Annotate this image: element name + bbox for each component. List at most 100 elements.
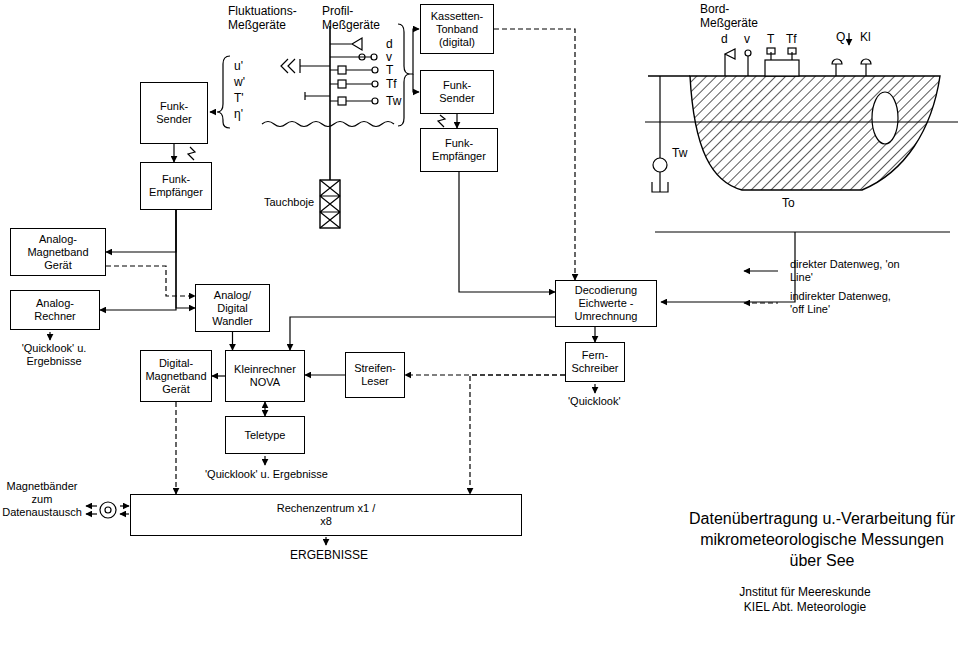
- text-label: w': [234, 75, 245, 89]
- process-box: Funk- Sender: [420, 70, 494, 114]
- online-connector: [173, 144, 174, 162]
- text-label: T: [386, 63, 393, 77]
- process-box: Decodierung Eichwerte - Umrechnung: [555, 280, 657, 327]
- box-label: Streifen- Leser: [349, 362, 401, 388]
- arrow: [120, 513, 129, 514]
- legend-text: direkter Datenweg, 'on Line': [790, 258, 908, 284]
- water-thermometer: [652, 172, 668, 192]
- text-label: Tf: [786, 32, 797, 46]
- online-connector: [100, 210, 176, 310]
- text-label: Tw: [386, 94, 401, 108]
- vane: [359, 54, 365, 60]
- psychrometer: [330, 83, 372, 84]
- ship-data-line: [655, 231, 950, 232]
- sonic-anemometer: [281, 59, 330, 73]
- text-label: Fluktuations- Meßgeräte: [228, 4, 320, 32]
- vane: [330, 56, 372, 57]
- offline-connector: [106, 266, 195, 296]
- text-label: 'Quicklook': [568, 395, 621, 408]
- box-label: Kassetten- Tonband (digital): [424, 10, 490, 49]
- text-label: d: [721, 32, 728, 46]
- online-connector: [290, 317, 555, 350]
- online-connector: [176, 210, 195, 308]
- online-connector: [456, 114, 457, 128]
- offline-connector: [470, 375, 565, 494]
- diagram-title: Datenübertragung u.-Verarbeitung für mik…: [684, 508, 960, 571]
- bracket: [398, 24, 410, 126]
- box-label: Digital- Magnetband Gerät: [144, 357, 208, 396]
- box-label: Funk- Sender: [144, 100, 204, 126]
- water-thermometer: [330, 100, 372, 101]
- text-label: d: [386, 37, 393, 51]
- water-thermometer: [653, 158, 667, 172]
- radio-link: [438, 115, 445, 127]
- superstructure: [765, 60, 799, 76]
- box-label: Kleinrechner NOVA: [229, 363, 301, 389]
- offline-connector: [175, 402, 176, 494]
- process-box: Analog- Rechner: [10, 290, 100, 330]
- process-box: Rechenzentrum x1 / x8: [130, 494, 522, 536]
- process-box: Kassetten- Tonband (digital): [420, 4, 494, 54]
- process-box: Fern- Schreiber: [565, 342, 625, 382]
- legend-sample: [742, 265, 782, 277]
- arrow: [413, 74, 419, 92]
- box-label: Analog/ Digital Wandler: [199, 289, 266, 328]
- radio-link: [188, 147, 195, 160]
- text-label: T': [234, 91, 244, 105]
- sea-surface: [645, 121, 958, 122]
- box-label: Analog- Rechner: [14, 297, 96, 323]
- box-label: Funk- Empfänger: [424, 137, 494, 163]
- legend-row: direkter Datenweg, 'on Line': [742, 258, 908, 284]
- process-box: Analog- Magnetband Gerät: [10, 228, 106, 276]
- box-label: Decodierung Eichwerte - Umrechnung: [559, 284, 653, 323]
- text-label: Bord- Meßgeräte: [700, 2, 786, 30]
- tape-reel: [105, 507, 111, 513]
- online-connector: [305, 374, 345, 375]
- arrow: [325, 537, 326, 545]
- fluctuation-sensor: [305, 92, 330, 100]
- text-label: Tw: [672, 146, 687, 160]
- thermometer: [330, 69, 372, 70]
- ship-data-line: [661, 232, 795, 302]
- online-connector: [106, 210, 176, 252]
- text-label: Profil- Meßgeräte: [322, 4, 394, 32]
- thermometer: [372, 67, 378, 73]
- text-label: 'Quicklook' u. Ergebnisse: [14, 342, 94, 368]
- thermometer: [338, 66, 346, 74]
- process-box: Kleinrechner NOVA: [225, 350, 305, 402]
- cup-anemometer: [330, 38, 362, 50]
- online-connector: [264, 402, 265, 416]
- text-label: v: [386, 50, 392, 64]
- arrow: [848, 33, 849, 45]
- ship-deck: [648, 75, 690, 76]
- online-connector: [594, 327, 595, 342]
- process-box: Funk- Empfänger: [140, 162, 212, 210]
- process-box: Digital- Magnetband Gerät: [140, 350, 212, 402]
- buoy: [320, 180, 340, 228]
- psychrometer: [372, 81, 378, 87]
- water-thermometer: [338, 97, 346, 105]
- online-connector: [459, 172, 555, 292]
- box-label: Funk- Empfänger: [144, 173, 208, 199]
- box-label: Rechenzentrum x1 / x8: [276, 502, 376, 528]
- box-label: Teletype: [245, 429, 286, 442]
- arrow: [86, 513, 97, 514]
- buoy: [320, 180, 340, 228]
- bracket: [217, 56, 230, 128]
- text-label: Kl: [860, 30, 871, 44]
- online-connector: [232, 332, 233, 350]
- legend-text: indirekter Datenweg, 'off Line': [790, 290, 908, 316]
- arrow: [86, 505, 97, 506]
- text-label: ERGEBNISSE: [290, 548, 368, 562]
- text-label: Tf: [386, 77, 397, 91]
- boom: [659, 76, 660, 158]
- text-label: u': [234, 59, 243, 73]
- text-label: T: [767, 32, 774, 46]
- process-box: Streifen- Leser: [345, 352, 405, 398]
- radiometer: [832, 59, 871, 76]
- text-label: Magnetbänder zum Datenaustausch: [2, 480, 82, 519]
- legend-sample: [742, 297, 782, 309]
- text-label: Q: [836, 30, 845, 44]
- online-connector: [212, 375, 225, 376]
- process-box: Analog/ Digital Wandler: [195, 284, 270, 332]
